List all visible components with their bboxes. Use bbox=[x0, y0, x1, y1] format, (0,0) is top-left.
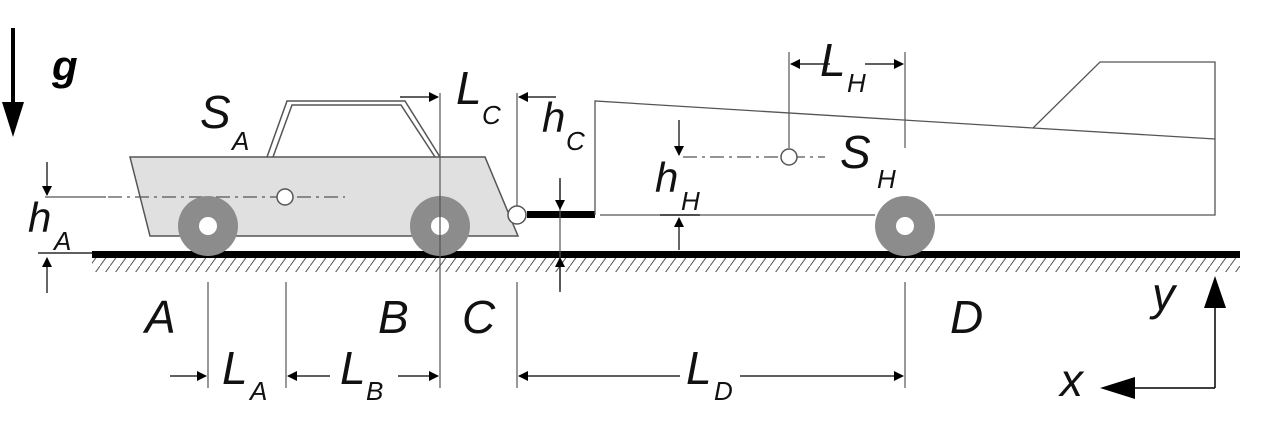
x-axis-arrow bbox=[1100, 377, 1135, 399]
ground bbox=[92, 251, 1240, 272]
trailer-center-of-gravity bbox=[780, 148, 798, 166]
label-hc-sub: C bbox=[566, 126, 585, 156]
label-ld: L bbox=[686, 342, 712, 394]
reference-lines bbox=[45, 52, 906, 388]
label-sh-sub: H bbox=[877, 164, 896, 194]
label-lh-sub: H bbox=[847, 68, 866, 98]
trailer bbox=[594, 61, 1216, 256]
gravity-label: g bbox=[51, 42, 78, 89]
car-wheel-rear bbox=[178, 196, 238, 256]
label-axis-y: y bbox=[1149, 268, 1178, 320]
label-lc-sub: C bbox=[482, 100, 501, 130]
label-hh: h bbox=[655, 154, 678, 201]
label-point-a: A bbox=[142, 291, 176, 343]
label-lb-sub: B bbox=[366, 376, 383, 406]
label-la: L bbox=[222, 342, 248, 394]
car-cabin bbox=[266, 100, 441, 158]
hitch bbox=[507, 205, 595, 225]
label-ha-sub: A bbox=[52, 226, 71, 256]
dimension-arrows bbox=[38, 59, 904, 381]
label-hh-sub: H bbox=[681, 186, 700, 216]
trailer-body bbox=[594, 61, 1216, 216]
label-point-c: C bbox=[462, 291, 496, 343]
label-point-b: B bbox=[378, 291, 409, 343]
car-center-of-gravity bbox=[276, 188, 294, 206]
gravity-arrow bbox=[2, 28, 24, 137]
car bbox=[108, 100, 520, 256]
trailer-wheel bbox=[875, 196, 935, 256]
ground-hatching bbox=[92, 258, 1240, 272]
hitch-ball bbox=[507, 205, 527, 225]
label-sh: S bbox=[840, 126, 871, 178]
label-axis-x: x bbox=[1058, 354, 1085, 406]
label-lh: L bbox=[820, 34, 846, 86]
label-sa: S bbox=[200, 86, 231, 138]
label-la-sub: A bbox=[248, 376, 267, 406]
coordinate-axes bbox=[1100, 276, 1226, 399]
label-sa-sub: A bbox=[230, 126, 249, 156]
y-axis-arrow bbox=[1204, 276, 1226, 308]
label-ld-sub: D bbox=[714, 376, 733, 406]
label-lc: L bbox=[456, 62, 482, 114]
label-lb: L bbox=[340, 342, 366, 394]
label-hc: h bbox=[542, 94, 565, 141]
drawbar bbox=[527, 211, 595, 218]
label-ha: h bbox=[28, 194, 51, 241]
ground-line bbox=[92, 251, 1240, 258]
label-point-d: D bbox=[950, 291, 983, 343]
